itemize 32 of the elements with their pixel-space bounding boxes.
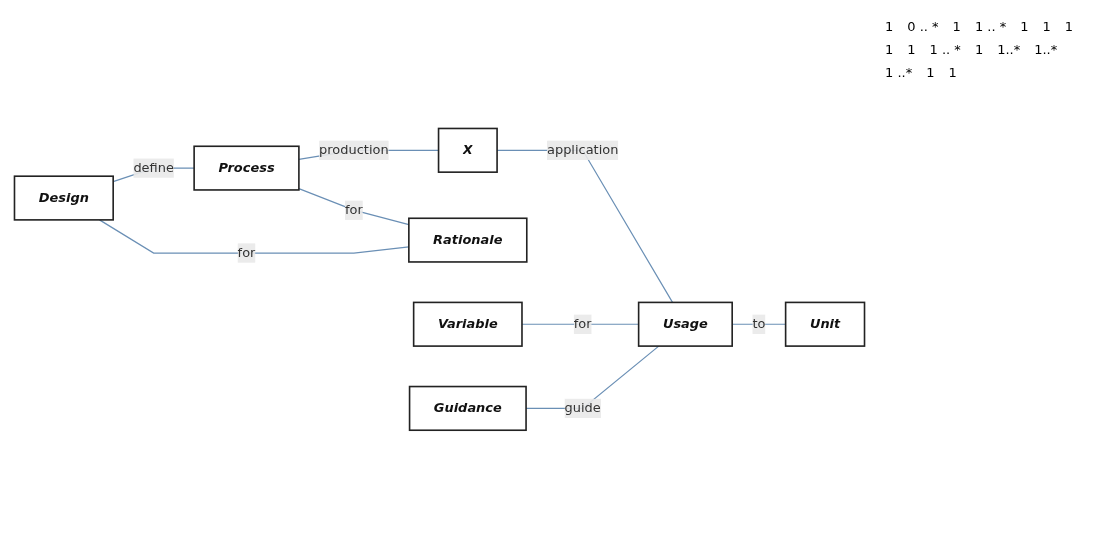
- node-box: Usage: [637, 301, 733, 348]
- multiplicity-label: 1..*: [996, 41, 1022, 58]
- node-box: Rationale: [408, 217, 528, 263]
- edge-label: application: [547, 142, 619, 158]
- node-box: Guidance: [408, 385, 527, 432]
- multiplicity-label: 1 .. *: [973, 18, 1008, 35]
- multiplicity-label: 1: [951, 18, 962, 35]
- node-box: Design: [13, 175, 114, 221]
- multiplicity-label: 1: [884, 41, 895, 58]
- multiplicity-label: 1..*: [1033, 41, 1059, 58]
- multiplicity-label: 1 .. *: [928, 41, 962, 58]
- edge-label: guide: [564, 400, 601, 416]
- edge-label: for: [573, 316, 592, 332]
- multiplicity-label: 1: [947, 64, 958, 81]
- multiplicity-label: 1: [925, 64, 936, 81]
- multiplicity-label: 1: [884, 18, 895, 35]
- edge-label: for: [237, 245, 256, 261]
- node-box: X: [437, 127, 498, 174]
- edge-label: production: [319, 142, 389, 158]
- multiplicity-label: 1: [1019, 18, 1030, 35]
- node-box: Unit: [784, 301, 866, 348]
- node-box: Variable: [412, 301, 523, 348]
- edge-label: define: [133, 160, 174, 176]
- edge-label: for: [344, 202, 363, 218]
- multiplicity-label: 1: [1063, 18, 1075, 35]
- node-box: Process: [193, 145, 300, 191]
- edge-label: to: [752, 316, 766, 332]
- multiplicity-label: 1: [906, 41, 917, 58]
- multiplicity-label: 0 .. *: [906, 18, 940, 35]
- multiplicity-label: 1 ..*: [884, 64, 914, 81]
- multiplicity-label: 1: [1041, 18, 1052, 35]
- multiplicity-label: 1: [973, 41, 985, 58]
